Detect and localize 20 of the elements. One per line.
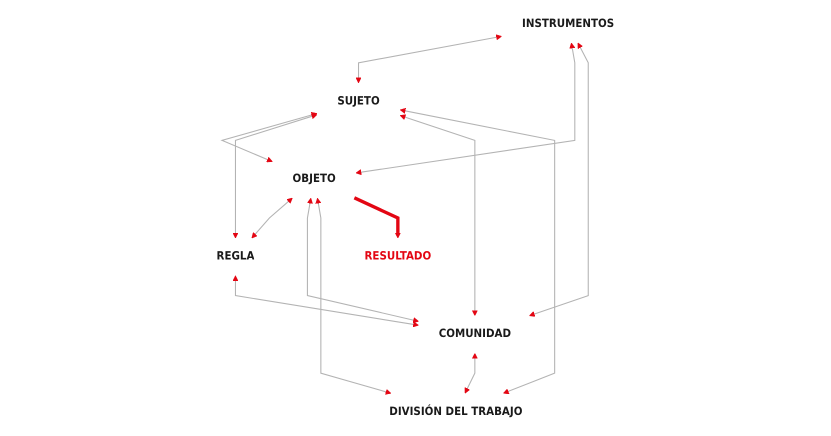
node-text: OBJETO xyxy=(292,172,336,186)
arrow xyxy=(307,198,419,324)
arrow xyxy=(316,198,392,395)
arrow xyxy=(354,196,401,238)
arrow xyxy=(252,198,293,238)
arrow xyxy=(400,108,556,394)
arrow xyxy=(356,34,502,84)
arrow xyxy=(220,112,318,162)
node-text: SUJETO xyxy=(338,94,380,108)
node-text: REGLA xyxy=(216,250,255,264)
arrow xyxy=(464,353,478,394)
node-text: RESULTADO xyxy=(364,250,432,264)
arrow xyxy=(529,42,589,317)
arrow xyxy=(232,114,318,238)
node-text: COMUNIDAD xyxy=(438,327,512,341)
arrow xyxy=(232,275,419,328)
arrow xyxy=(356,42,576,176)
node-text: DIVISIÓN DEL TRABAJO xyxy=(389,404,523,418)
node-text: INSTRUMENTOS xyxy=(522,16,614,30)
arrow xyxy=(400,114,478,316)
